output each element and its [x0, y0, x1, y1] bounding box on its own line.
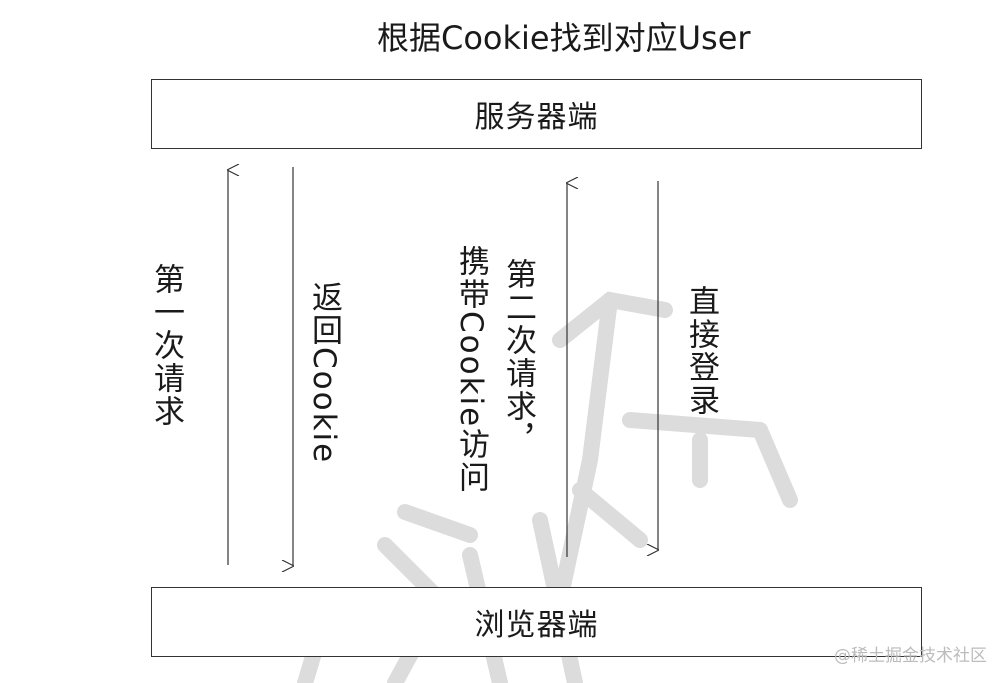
label-direct-login: 直接登录	[683, 285, 719, 417]
browser-label: 浏览器端	[474, 608, 599, 643]
label-carry-cookie: 携带Cookie访问	[453, 245, 489, 495]
site-credit-watermark: @稀土掘金技术社区	[834, 646, 987, 666]
browser-node: 浏览器端	[151, 587, 922, 657]
server-label: 服务器端	[474, 100, 599, 135]
server-node: 服务器端	[151, 79, 922, 149]
label-first-request: 第一次请求	[148, 263, 184, 428]
label-return-cookie: 返回Cookie	[306, 281, 342, 465]
diagram-title: 根据Cookie找到对应User	[377, 19, 751, 57]
label-second-request: 第二次请求，	[500, 258, 536, 456]
